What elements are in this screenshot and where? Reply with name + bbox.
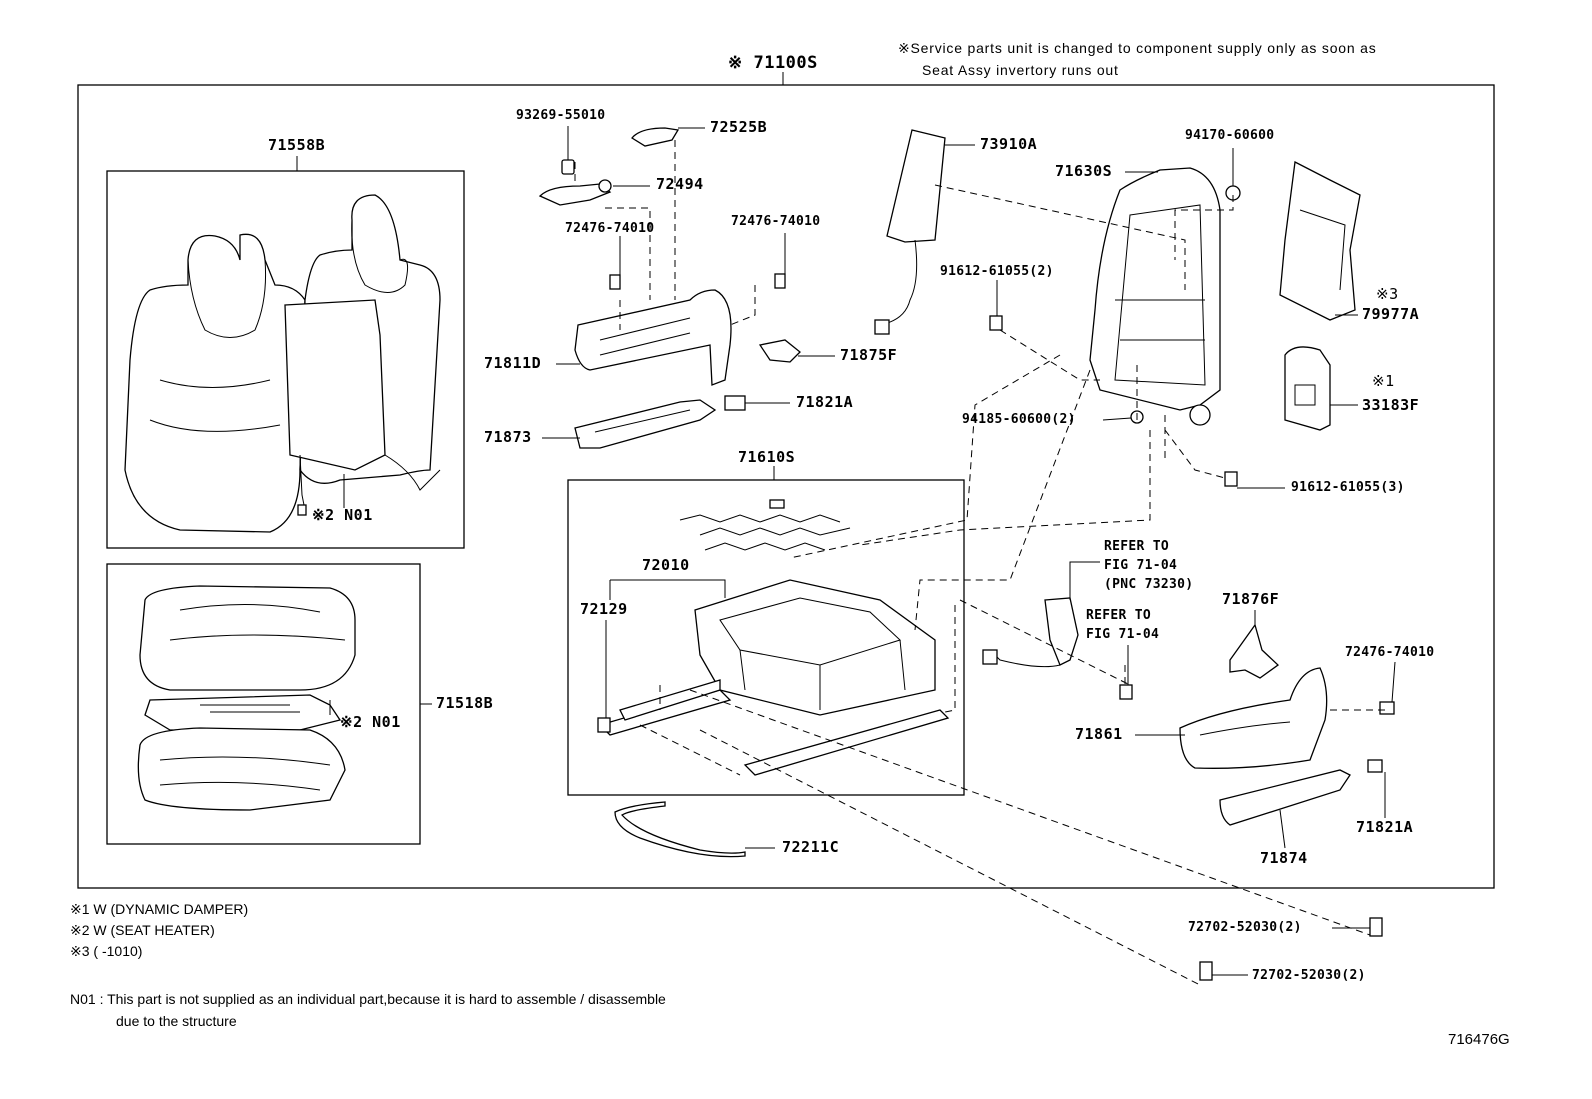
part-71873[interactable]: 71873 <box>484 428 532 446</box>
part-33183F-mark: ※1 <box>1372 372 1395 390</box>
part-72494[interactable]: 72494 <box>656 175 704 193</box>
dashed-guides <box>574 140 1385 986</box>
part-71821A-b[interactable]: 71821A <box>1356 818 1414 836</box>
seat-track-drawing <box>597 499 950 776</box>
part-93269-55010[interactable]: 93269-55010 <box>516 108 606 123</box>
part-71861[interactable]: 71861 <box>1075 725 1123 743</box>
frame-pads-drawing <box>1279 160 1361 431</box>
legend-2: ※2 W (SEAT HEATER) <box>70 922 215 938</box>
armrest-parts-drawing <box>538 127 801 449</box>
part-33183F[interactable]: 33183F <box>1362 396 1420 414</box>
part-72476-74010-b[interactable]: 72476-74010 <box>731 214 821 229</box>
part-72702-52030-b[interactable]: 72702-52030(2) <box>1252 968 1366 983</box>
seat-track-box <box>567 479 965 796</box>
part-71610S[interactable]: 71610S <box>738 448 796 466</box>
part-72010[interactable]: 72010 <box>642 556 690 574</box>
leader-lines <box>329 126 1396 976</box>
refer-to-1-line3[interactable]: (PNC 73230) <box>1104 577 1194 592</box>
part-72129[interactable]: 72129 <box>580 600 628 618</box>
part-71630S[interactable]: 71630S <box>1055 162 1113 180</box>
assembly-label[interactable]: ※ 71100S <box>728 53 818 73</box>
service-note-line1: ※Service parts unit is changed to compon… <box>898 40 1377 56</box>
refer-to-2-line2[interactable]: FIG 71-04 <box>1086 627 1160 642</box>
seatback-cover-drawing <box>124 194 441 533</box>
service-note-line2: Seat Assy invertory runs out <box>922 62 1119 78</box>
cushion-cover-drawing <box>137 585 356 811</box>
part-71518B[interactable]: 71518B <box>436 694 494 712</box>
refer-to-1-line2[interactable]: FIG 71-04 <box>1104 558 1178 573</box>
part-79977A[interactable]: 79977A <box>1362 305 1420 323</box>
part-72702-52030-a[interactable]: 72702-52030(2) <box>1188 920 1302 935</box>
legend-1: ※1 W (DYNAMIC DAMPER) <box>70 901 249 917</box>
n01-note-line1: N01 : This part is not supplied as an in… <box>70 991 666 1007</box>
side-airbag-drawing <box>874 129 946 335</box>
part-72525B[interactable]: 72525B <box>710 118 768 136</box>
part-94170-60600[interactable]: 94170-60600 <box>1185 128 1275 143</box>
part-73910A[interactable]: 73910A <box>980 135 1038 153</box>
figure-id: 716476G <box>1448 1031 1510 1048</box>
part-n01-cushion[interactable]: ※2 N01 <box>340 713 401 731</box>
part-71558B[interactable]: 71558B <box>268 136 326 154</box>
seatback-cover-box <box>106 170 465 549</box>
wire-72211c <box>614 801 746 858</box>
part-79977A-mark: ※3 <box>1376 285 1399 303</box>
part-n01-back[interactable]: ※2 N01 <box>312 506 373 524</box>
part-71875F[interactable]: 71875F <box>840 346 898 364</box>
part-71821A-a[interactable]: 71821A <box>796 393 854 411</box>
legend-3: ※3 ( -1010) <box>70 943 143 959</box>
part-71874[interactable]: 71874 <box>1260 849 1308 867</box>
part-91612-61055-3[interactable]: 91612-61055(3) <box>1291 480 1405 495</box>
part-71811D[interactable]: 71811D <box>484 354 542 372</box>
refer-to-2-line1[interactable]: REFER TO <box>1086 608 1152 623</box>
part-71876F[interactable]: 71876F <box>1222 590 1280 608</box>
part-72476-74010-c[interactable]: 72476-74010 <box>1345 645 1435 660</box>
part-94185-60600-2[interactable]: 94185-60600(2) <box>962 412 1076 427</box>
part-72476-74010-a[interactable]: 72476-74010 <box>565 221 655 236</box>
part-91612-61055-2[interactable]: 91612-61055(2) <box>940 264 1054 279</box>
assembly-frame <box>77 84 1495 889</box>
right-parts-drawing <box>982 597 1395 981</box>
seatback-frame-drawing <box>989 167 1241 487</box>
part-72211C[interactable]: 72211C <box>782 838 840 856</box>
n01-note-line2: due to the structure <box>116 1013 237 1029</box>
refer-to-1-line1[interactable]: REFER TO <box>1104 539 1170 554</box>
